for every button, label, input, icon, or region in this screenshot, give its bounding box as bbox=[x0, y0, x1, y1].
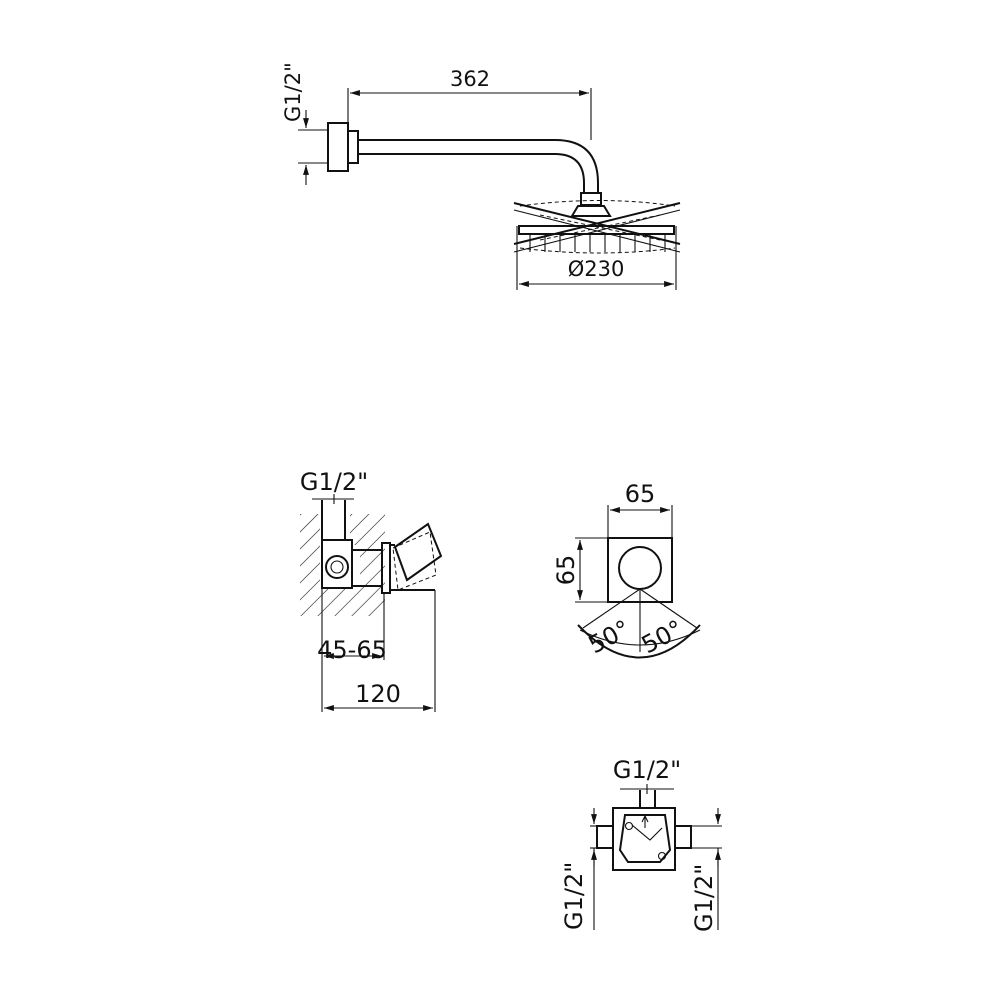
diverter-view: G1/2" G1/2" G1/2" bbox=[560, 756, 722, 932]
total-depth-label: 120 bbox=[355, 680, 401, 708]
inlet-circle bbox=[325, 555, 349, 579]
head-diameter-label: Ø230 bbox=[568, 257, 625, 281]
side-thread-label: G1/2" bbox=[300, 468, 368, 496]
shower-head bbox=[513, 200, 681, 254]
wall-flange bbox=[327, 122, 349, 172]
front-width-label: 65 bbox=[625, 480, 656, 508]
diverter-left-thread-label: G1/2" bbox=[560, 862, 588, 930]
arm-length-label: 362 bbox=[450, 67, 490, 91]
shower-arm-view: 362 Ø230 G1/2" bbox=[281, 62, 681, 290]
angle-left-label: 50° bbox=[584, 615, 635, 660]
diverter-right-thread-label: G1/2" bbox=[690, 864, 718, 932]
diverter-top-thread-label: G1/2" bbox=[613, 756, 681, 784]
arm-thread-label: G1/2" bbox=[281, 62, 305, 122]
wall-depth-label: 45-65 bbox=[317, 636, 387, 664]
front-knob bbox=[618, 546, 662, 590]
angle-right-label: 50° bbox=[637, 615, 688, 660]
mixer-side-view: G1/2" 45-65 120 bbox=[300, 468, 443, 712]
flange-nut bbox=[347, 130, 359, 164]
lever-handle bbox=[393, 522, 443, 582]
mixer-front-view: 50° 50° 65 65 bbox=[552, 480, 701, 660]
front-height-label: 65 bbox=[552, 555, 580, 586]
